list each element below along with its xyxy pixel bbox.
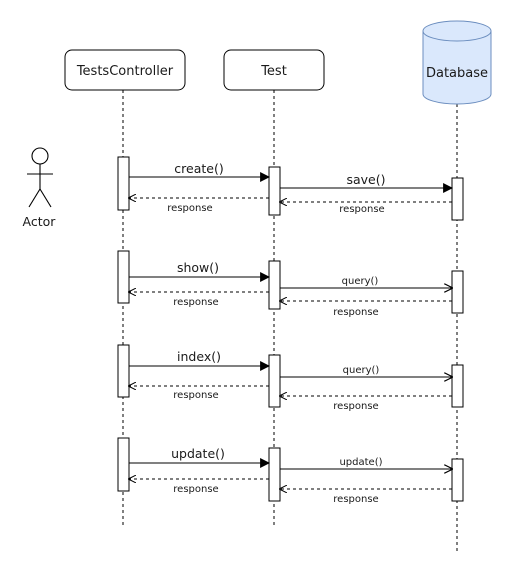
interaction-update: update() response update() response: [117, 437, 464, 505]
activation-test-2: [268, 260, 281, 310]
actor-label: Actor: [23, 214, 57, 229]
activation-controller-2: [117, 250, 130, 304]
participant-controller[interactable]: TestsController: [64, 49, 186, 91]
participant-test[interactable]: Test: [223, 49, 325, 91]
activation-test-1: [268, 166, 281, 216]
db-return-label-3: response: [333, 401, 378, 412]
db-call-label-1: save(): [346, 172, 385, 187]
return-label-4: response: [173, 484, 218, 495]
interaction-create: create() response save() response: [117, 156, 464, 221]
interaction-index: index() response query() response: [117, 344, 464, 412]
return-label-3: response: [173, 390, 218, 401]
activation-controller-4: [117, 437, 130, 492]
participant-database[interactable]: Database: [422, 20, 492, 105]
db-return-label-1: response: [339, 204, 384, 215]
activation-database-3: [451, 364, 464, 408]
call-label-2: show(): [177, 260, 219, 275]
interaction-show: show() response query() response: [117, 250, 464, 318]
db-call-label-4: update(): [339, 457, 382, 468]
activation-test-3: [268, 354, 281, 408]
call-label-1: create(): [174, 161, 223, 176]
activation-controller-3: [117, 344, 130, 398]
activation-database-4: [451, 458, 464, 502]
activation-test-4: [268, 447, 281, 502]
activation-database-2: [451, 270, 464, 314]
activation-controller-1: [117, 156, 130, 211]
call-label-3: index(): [177, 349, 221, 364]
actor-figure[interactable]: Actor: [23, 147, 57, 229]
participant-controller-label: TestsController: [76, 64, 174, 79]
participant-database-label: Database: [426, 66, 488, 81]
db-call-label-2: query(): [342, 276, 379, 287]
return-label-2: response: [173, 297, 218, 308]
db-return-label-2: response: [333, 307, 378, 318]
actor-head-icon: [31, 147, 49, 165]
call-label-4: update(): [171, 446, 225, 461]
participant-test-label: Test: [260, 64, 287, 79]
activation-database-1: [451, 177, 464, 221]
return-label-1: response: [167, 203, 212, 214]
db-call-label-3: query(): [343, 365, 380, 376]
db-return-label-4: response: [333, 494, 378, 505]
